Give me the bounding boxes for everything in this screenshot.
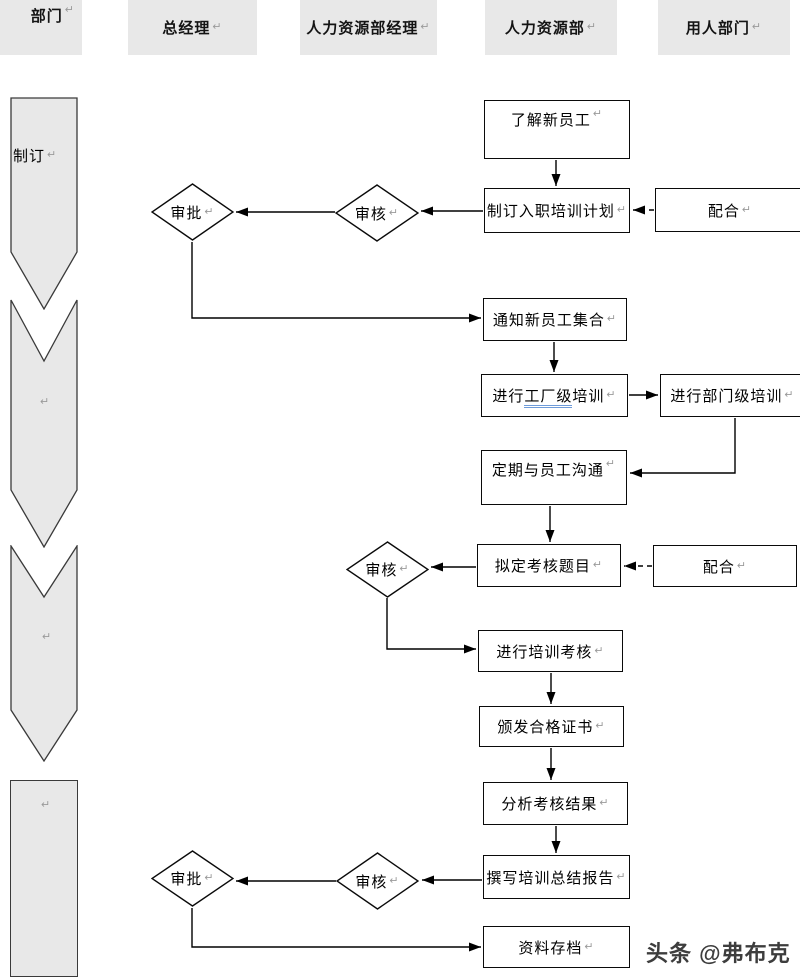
- return-mark: ↵: [595, 720, 606, 732]
- process-label: 配合: [707, 202, 740, 220]
- phase-label: ↵: [38, 397, 50, 408]
- return-mark: ↵: [388, 206, 400, 219]
- swimlane-header-general-manager: 总经理↵: [128, 0, 257, 55]
- phase-label: 制订↵: [13, 148, 58, 165]
- process-label: 了解新员工: [510, 112, 591, 129]
- connector-approve2-to-archive: [191, 908, 481, 952]
- return-mark: ↵: [212, 21, 223, 33]
- header-label: 人力资源部经理: [306, 20, 419, 37]
- return-mark: ↵: [605, 458, 617, 470]
- decision-label: 审核: [354, 205, 387, 223]
- process-conduct-exam: 进行培训考核↵: [478, 630, 623, 672]
- header-label: 部门: [30, 8, 63, 25]
- phase-label: ↵: [39, 795, 50, 813]
- return-mark: ↵: [64, 4, 75, 16]
- swimlane-header-hr-manager: 人力资源部经理↵: [300, 0, 437, 55]
- phase-chevron-2: ↵: [10, 299, 78, 548]
- header-label: 用人部门: [685, 20, 750, 37]
- header-label: 总经理: [162, 20, 211, 37]
- process-analyze-results: 分析考核结果↵: [483, 782, 628, 825]
- decision-review-1: 审核↵: [335, 184, 419, 242]
- swimlane-header-employing-dept: 用人部门↵: [658, 0, 790, 55]
- return-mark: ↵: [606, 313, 618, 325]
- process-label: 拟定考核题目: [494, 558, 591, 575]
- return-mark: ↵: [204, 872, 215, 884]
- decision-review-2: 审核↵: [346, 541, 429, 598]
- return-mark: ↵: [389, 874, 400, 887]
- decision-approve-2: 审批↵: [151, 850, 234, 907]
- connector-review2-to-exam: [386, 598, 476, 654]
- return-mark: ↵: [586, 21, 598, 33]
- process-make-onboarding-plan: 制订入职培训计划↵: [484, 188, 630, 233]
- decision-label: 审核: [355, 873, 388, 891]
- watermark: 头条 @弗布克: [646, 941, 791, 966]
- decision-approve-1: 审批↵: [151, 183, 234, 241]
- header-label: 人力资源部: [504, 20, 585, 37]
- process-write-report: 撰写培训总结报告↵: [483, 855, 630, 899]
- process-label: 进行培训考核: [496, 643, 593, 661]
- process-label: 分析考核结果: [501, 796, 598, 813]
- process-label: 制订入职培训计划: [486, 203, 615, 220]
- swimlane-header-hr-dept: 人力资源部↵: [485, 0, 617, 55]
- return-mark: ↵: [741, 203, 753, 216]
- return-mark: ↵: [751, 21, 763, 33]
- return-mark: ↵: [606, 389, 617, 401]
- decision-label: 审批: [170, 871, 203, 888]
- process-draft-exam: 拟定考核题目↵: [477, 544, 621, 587]
- decision-review-3: 审核↵: [336, 852, 419, 910]
- process-label: 定期与员工沟通: [491, 462, 604, 479]
- return-mark: ↵: [599, 797, 610, 809]
- return-mark: ↵: [42, 631, 53, 643]
- process-communicate: 定期与员工沟通↵: [481, 450, 627, 505]
- return-mark: ↵: [204, 205, 215, 218]
- process-label: 撰写培训总结报告: [486, 869, 615, 887]
- process-factory-training: 进行工厂级培训↵: [481, 374, 628, 417]
- process-notify-assembly: 通知新员工集合↵: [483, 298, 627, 341]
- process-label: 进行部门级培训: [670, 388, 783, 405]
- process-label: 颁发合格证书: [497, 719, 594, 736]
- return-mark: ↵: [41, 799, 51, 811]
- phase-chevron-3: ↵: [10, 545, 78, 762]
- process-label: 资料存档: [518, 939, 583, 957]
- return-mark: ↵: [47, 149, 58, 161]
- process-cooperate-1: 配合↵: [655, 188, 800, 232]
- return-mark: ↵: [594, 644, 605, 657]
- process-archive: 资料存档↵: [483, 926, 630, 968]
- return-mark: ↵: [736, 559, 748, 572]
- process-know-new-employee: 了解新员工↵: [484, 100, 630, 159]
- process-label: 通知新员工集合: [492, 312, 605, 329]
- return-mark: ↵: [40, 396, 51, 408]
- swimlane-header-department: 部门↵: [0, 0, 82, 55]
- decision-label: 审批: [170, 204, 203, 222]
- return-mark: ↵: [616, 870, 627, 883]
- phase-label: ↵: [40, 632, 52, 643]
- connector-approve1-to-notify: [191, 242, 481, 323]
- process-label: 配合: [702, 558, 735, 576]
- process-dept-training: 进行部门级培训↵: [660, 374, 800, 417]
- process-cooperate-2: 配合↵: [653, 545, 797, 587]
- phase-rect-4: ↵: [10, 780, 78, 977]
- return-mark: ↵: [784, 389, 795, 401]
- return-mark: ↵: [616, 204, 628, 216]
- connector-dept-to-communicate: [630, 418, 736, 478]
- process-label: 进行工厂级培训: [492, 385, 604, 408]
- return-mark: ↵: [420, 21, 431, 33]
- return-mark: ↵: [399, 563, 410, 575]
- decision-label: 审核: [365, 562, 398, 579]
- grammar-underline: 工厂级: [524, 388, 573, 408]
- return-mark: ↵: [592, 108, 604, 120]
- return-mark: ↵: [584, 940, 595, 953]
- phase-chevron-1: 制订↵: [10, 97, 78, 310]
- return-mark: ↵: [592, 559, 604, 571]
- process-issue-cert: 颁发合格证书↵: [479, 706, 624, 747]
